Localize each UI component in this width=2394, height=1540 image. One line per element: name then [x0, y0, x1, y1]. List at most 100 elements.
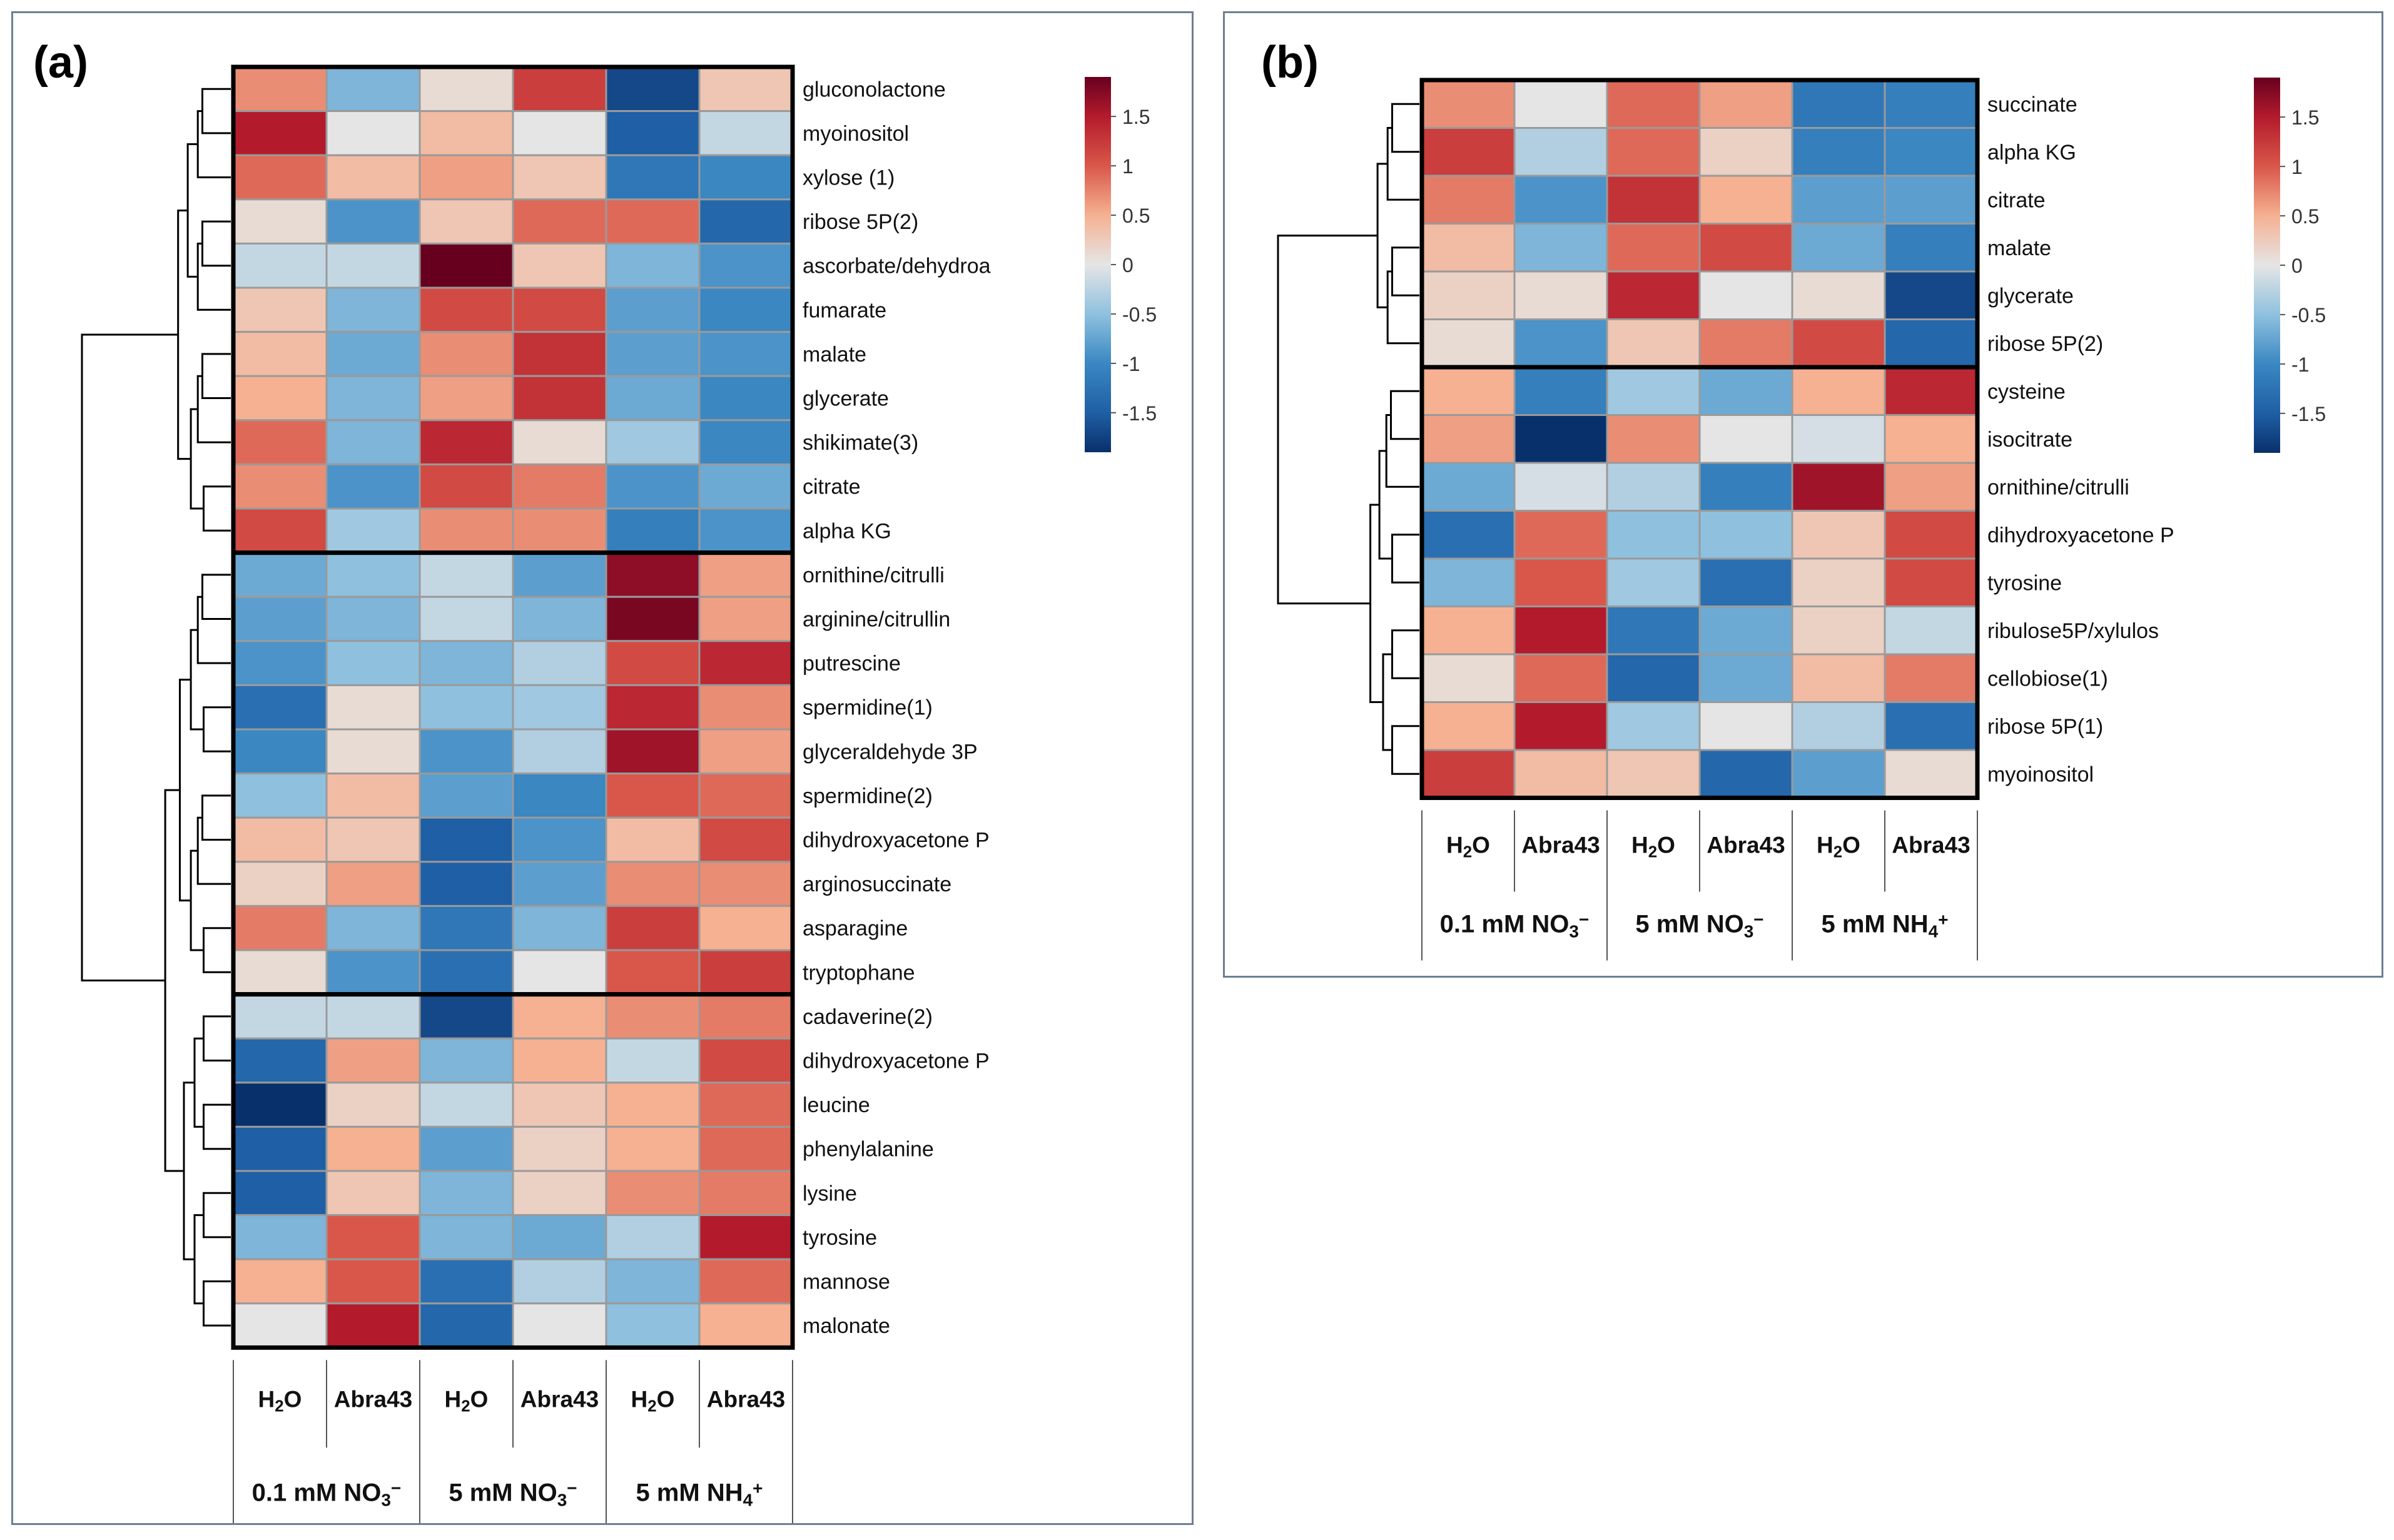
heatmap-cell [418, 595, 514, 642]
row-label: fumarate [803, 298, 886, 322]
heatmap-cell [512, 993, 607, 1040]
heatmap-cell [232, 640, 328, 686]
heatmap-cell [1421, 653, 1516, 703]
heatmap-cell [512, 198, 607, 245]
row-label: shikimate(3) [803, 431, 918, 455]
heatmap-cell [418, 331, 514, 377]
heatmap-cell [232, 286, 328, 333]
heatmap-cell [512, 1214, 607, 1260]
heatmap-cell [325, 993, 421, 1040]
heatmap-cell [698, 773, 794, 819]
heatmap-cell [1421, 557, 1516, 607]
color-bar [2254, 78, 2280, 453]
heatmap-cell [1606, 605, 1701, 656]
heatmap-cell [512, 773, 607, 819]
heatmap-cell [605, 773, 701, 819]
heatmap-cell [605, 1170, 701, 1217]
row-label: ascorbate/dehydroa [803, 255, 991, 278]
heatmap-cell [325, 904, 421, 951]
heatmap-cell [418, 949, 514, 996]
heatmap-cell [325, 66, 421, 113]
heatmap-cell [232, 66, 328, 113]
heatmap-cell [418, 1302, 514, 1349]
heatmap-cell [325, 1258, 421, 1305]
heatmap-cell [1698, 557, 1793, 607]
heatmap-cell [1884, 270, 1979, 320]
heatmap-cell [605, 595, 701, 642]
heatmap-cell [1513, 175, 1608, 225]
heatmap-cell [418, 640, 514, 686]
heatmap-cell [232, 154, 328, 201]
heatmap-cell [1884, 366, 1979, 416]
heatmap-cell [698, 110, 794, 156]
heatmap-cell [512, 1125, 607, 1172]
row-label: malate [803, 343, 866, 367]
heatmap-cell [1884, 701, 1979, 751]
heatmap-cell [418, 1037, 514, 1084]
row-label: citrate [1987, 188, 2046, 212]
heatmap-cell [605, 110, 701, 156]
color-legend: 1.510.50-0.5-1-1.5 [1085, 77, 1157, 452]
color-tick-label: -1.5 [1122, 402, 1157, 425]
heatmap-cell [232, 1082, 328, 1128]
condition-label: 5 mM NO3− [449, 1479, 577, 1509]
heatmap-cell [605, 640, 701, 686]
heatmap-cell [698, 1258, 794, 1305]
heatmap-cell [232, 198, 328, 245]
heatmap-cell [1698, 270, 1793, 320]
heatmap-cell [232, 816, 328, 863]
row-label: dihydroxyacetone P [803, 829, 990, 853]
row-label: alpha KG [1987, 141, 2076, 165]
heatmap-cell [1513, 462, 1608, 512]
heatmap-cell [325, 463, 421, 510]
row-label: spermidine(1) [803, 696, 933, 720]
heatmap-cell [512, 286, 607, 333]
row-label: citrate [803, 475, 861, 499]
heatmap-cell [605, 816, 701, 863]
heatmap-cell [1513, 127, 1608, 177]
heatmap-cell [232, 507, 328, 554]
heatmap-cell [325, 242, 421, 289]
heatmap-cell [1698, 414, 1793, 464]
heatmap-cell [418, 773, 514, 819]
heatmap-cell [605, 463, 701, 510]
heatmap-cell [1698, 175, 1793, 225]
heatmap-cell [1606, 414, 1701, 464]
heatmap-cell [418, 1082, 514, 1128]
column-label: H2O [445, 1386, 489, 1415]
heatmap-cell [418, 507, 514, 554]
row-label: cellobiose(1) [1987, 667, 2108, 691]
heatmap-cell [512, 949, 607, 996]
heatmap-cell [1884, 127, 1979, 177]
heatmap-cell [1884, 414, 1979, 464]
color-tick-label: 1 [2291, 156, 2303, 178]
color-tick-label: 0 [1122, 254, 1134, 276]
heatmap-cell [325, 1037, 421, 1084]
heatmap-cell [605, 375, 701, 422]
heatmap-cell [698, 507, 794, 554]
heatmap-cell [418, 286, 514, 333]
heatmap-cell [512, 66, 607, 113]
heatmap-cell [418, 861, 514, 907]
heatmap-cell [325, 1125, 421, 1172]
color-tick-label: 1.5 [1122, 106, 1150, 128]
heatmap-cell [1513, 749, 1608, 799]
heatmap-cell [1513, 79, 1608, 129]
heatmap-cell [698, 904, 794, 951]
color-tick-label: 1 [1122, 155, 1134, 178]
heatmap-cell [1421, 175, 1516, 225]
heatmap-cell [232, 242, 328, 289]
heatmap-cell [605, 419, 701, 465]
heatmap-cell [512, 1170, 607, 1217]
heatmap-cell [605, 1302, 701, 1349]
heatmap-cell [1513, 701, 1608, 751]
column-label: H2O [1817, 833, 1860, 861]
heatmap-cell [698, 463, 794, 510]
heatmap-cell [1884, 557, 1979, 607]
heatmap-cell [605, 507, 701, 554]
panel-b-letter: (b) [1261, 38, 1319, 88]
row-label: spermidine(2) [803, 784, 933, 808]
column-label: Abra43 [1707, 833, 1785, 858]
